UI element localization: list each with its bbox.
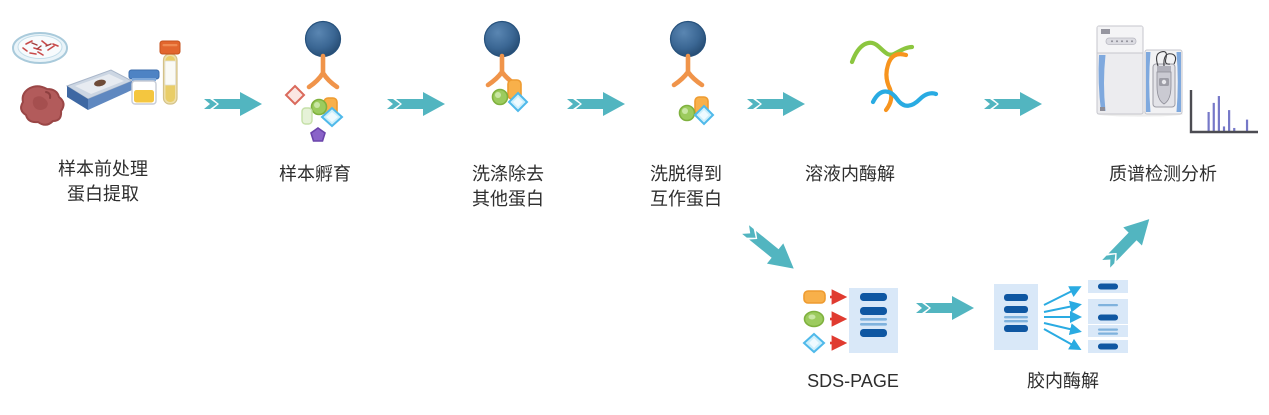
step-label-line: 蛋白提取 [67,184,139,204]
incubation-illustration [268,18,378,173]
flow-arrow-1-icon [204,92,262,121]
bead-antibody-icon [483,20,521,88]
flow-arrow-4-icon [747,92,805,121]
step-label-line: 洗脱得到 [650,164,722,184]
petri-dish-icon [12,32,68,64]
flow-arrow-2-icon [387,92,445,121]
step-label-elution: 洗脱得到 互作蛋白 [650,162,722,212]
mass-spectrum-chart [1188,87,1260,142]
blood-tube-icon [159,40,181,105]
step-label-line: 样本前处理 [58,159,148,179]
gel-bands [860,293,887,337]
branch-arrow-up-icon [1097,210,1162,276]
released-protein-complex [678,96,715,126]
gel-bands [1004,294,1028,332]
step-label-line: 其他蛋白 [472,189,544,209]
step-label-line: 胶内酶解 [1027,371,1099,391]
step-label-in-solution-digestion: 溶液内酶解 [805,162,895,187]
protein-mixture-shapes [284,84,344,142]
step-label-line: 溶液内酶解 [805,164,895,184]
step-label-line: SDS-PAGE [807,371,899,391]
bound-protein-complex [491,79,529,113]
bead-antibody-icon [304,20,342,90]
step-label-line: 样本孵育 [279,164,351,184]
peptide-strands-icon [846,36,944,127]
protein-marker-shapes [802,290,826,354]
step-label-line: 质谱检测分析 [1109,164,1217,184]
mass-spectrometer-icon [1096,24,1184,123]
step-label-in-gel-digestion: 胶内酶解 [1027,369,1099,394]
lane-loading-arrows [830,289,848,351]
in-gel-digestion-illustration [994,278,1132,365]
flow-arrow-5-icon [984,92,1042,121]
step-label-sample-prep: 样本前处理 蛋白提取 [58,157,148,207]
excised-band-slices [1088,280,1128,353]
spectrum-peaks [1207,96,1249,131]
branch-arrow-down-icon [734,219,802,282]
sample-types-illustration [8,26,200,143]
step-label-ms-analysis: 质谱检测分析 [1109,162,1217,187]
ion-source-tubing [1155,51,1177,67]
step-label-line: 互作蛋白 [650,189,722,209]
sds-page-illustration [802,287,900,360]
flow-arrow-3-icon [567,92,625,121]
wash-illustration [448,18,558,135]
tissue-icon [20,85,65,126]
step-label-incubation: 样本孵育 [279,162,351,187]
bead-antibody-icon [669,20,707,88]
elution-illustration [632,18,742,148]
step-label-line: 洗涤除去 [472,164,544,184]
band-cutting-arrows [1043,286,1082,350]
step-label-wash: 洗涤除去 其他蛋白 [472,162,544,212]
step-label-sds-page: SDS-PAGE [807,369,899,394]
branch-flow-arrow-icon [916,296,974,325]
urine-cup-icon [128,69,160,105]
tissue-cassette-icon [65,69,134,110]
